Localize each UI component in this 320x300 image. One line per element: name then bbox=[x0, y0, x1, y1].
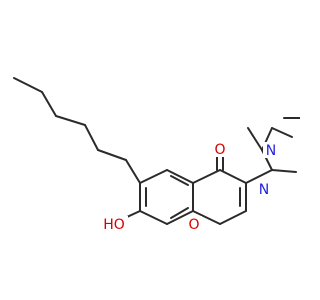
benzo-ring bbox=[139, 169, 194, 225]
structure-canvas: O HO O N N bbox=[13, 77, 300, 233]
pyranone-ring bbox=[192, 146, 247, 225]
atom-labels: O HO O N N bbox=[100, 141, 279, 233]
aryl-link-bond bbox=[245, 169, 273, 184]
hydroxyl-label: HO bbox=[103, 217, 125, 233]
ring-oxygen-label: O bbox=[188, 217, 199, 233]
molecule-structure: O HO O N N bbox=[13, 77, 300, 233]
hexyl-chain bbox=[13, 77, 141, 184]
ketone-oxygen-label: O bbox=[214, 142, 225, 158]
methyl-nitrogen-label: N bbox=[266, 143, 276, 159]
imine-nitrogen-label: N bbox=[259, 182, 269, 198]
